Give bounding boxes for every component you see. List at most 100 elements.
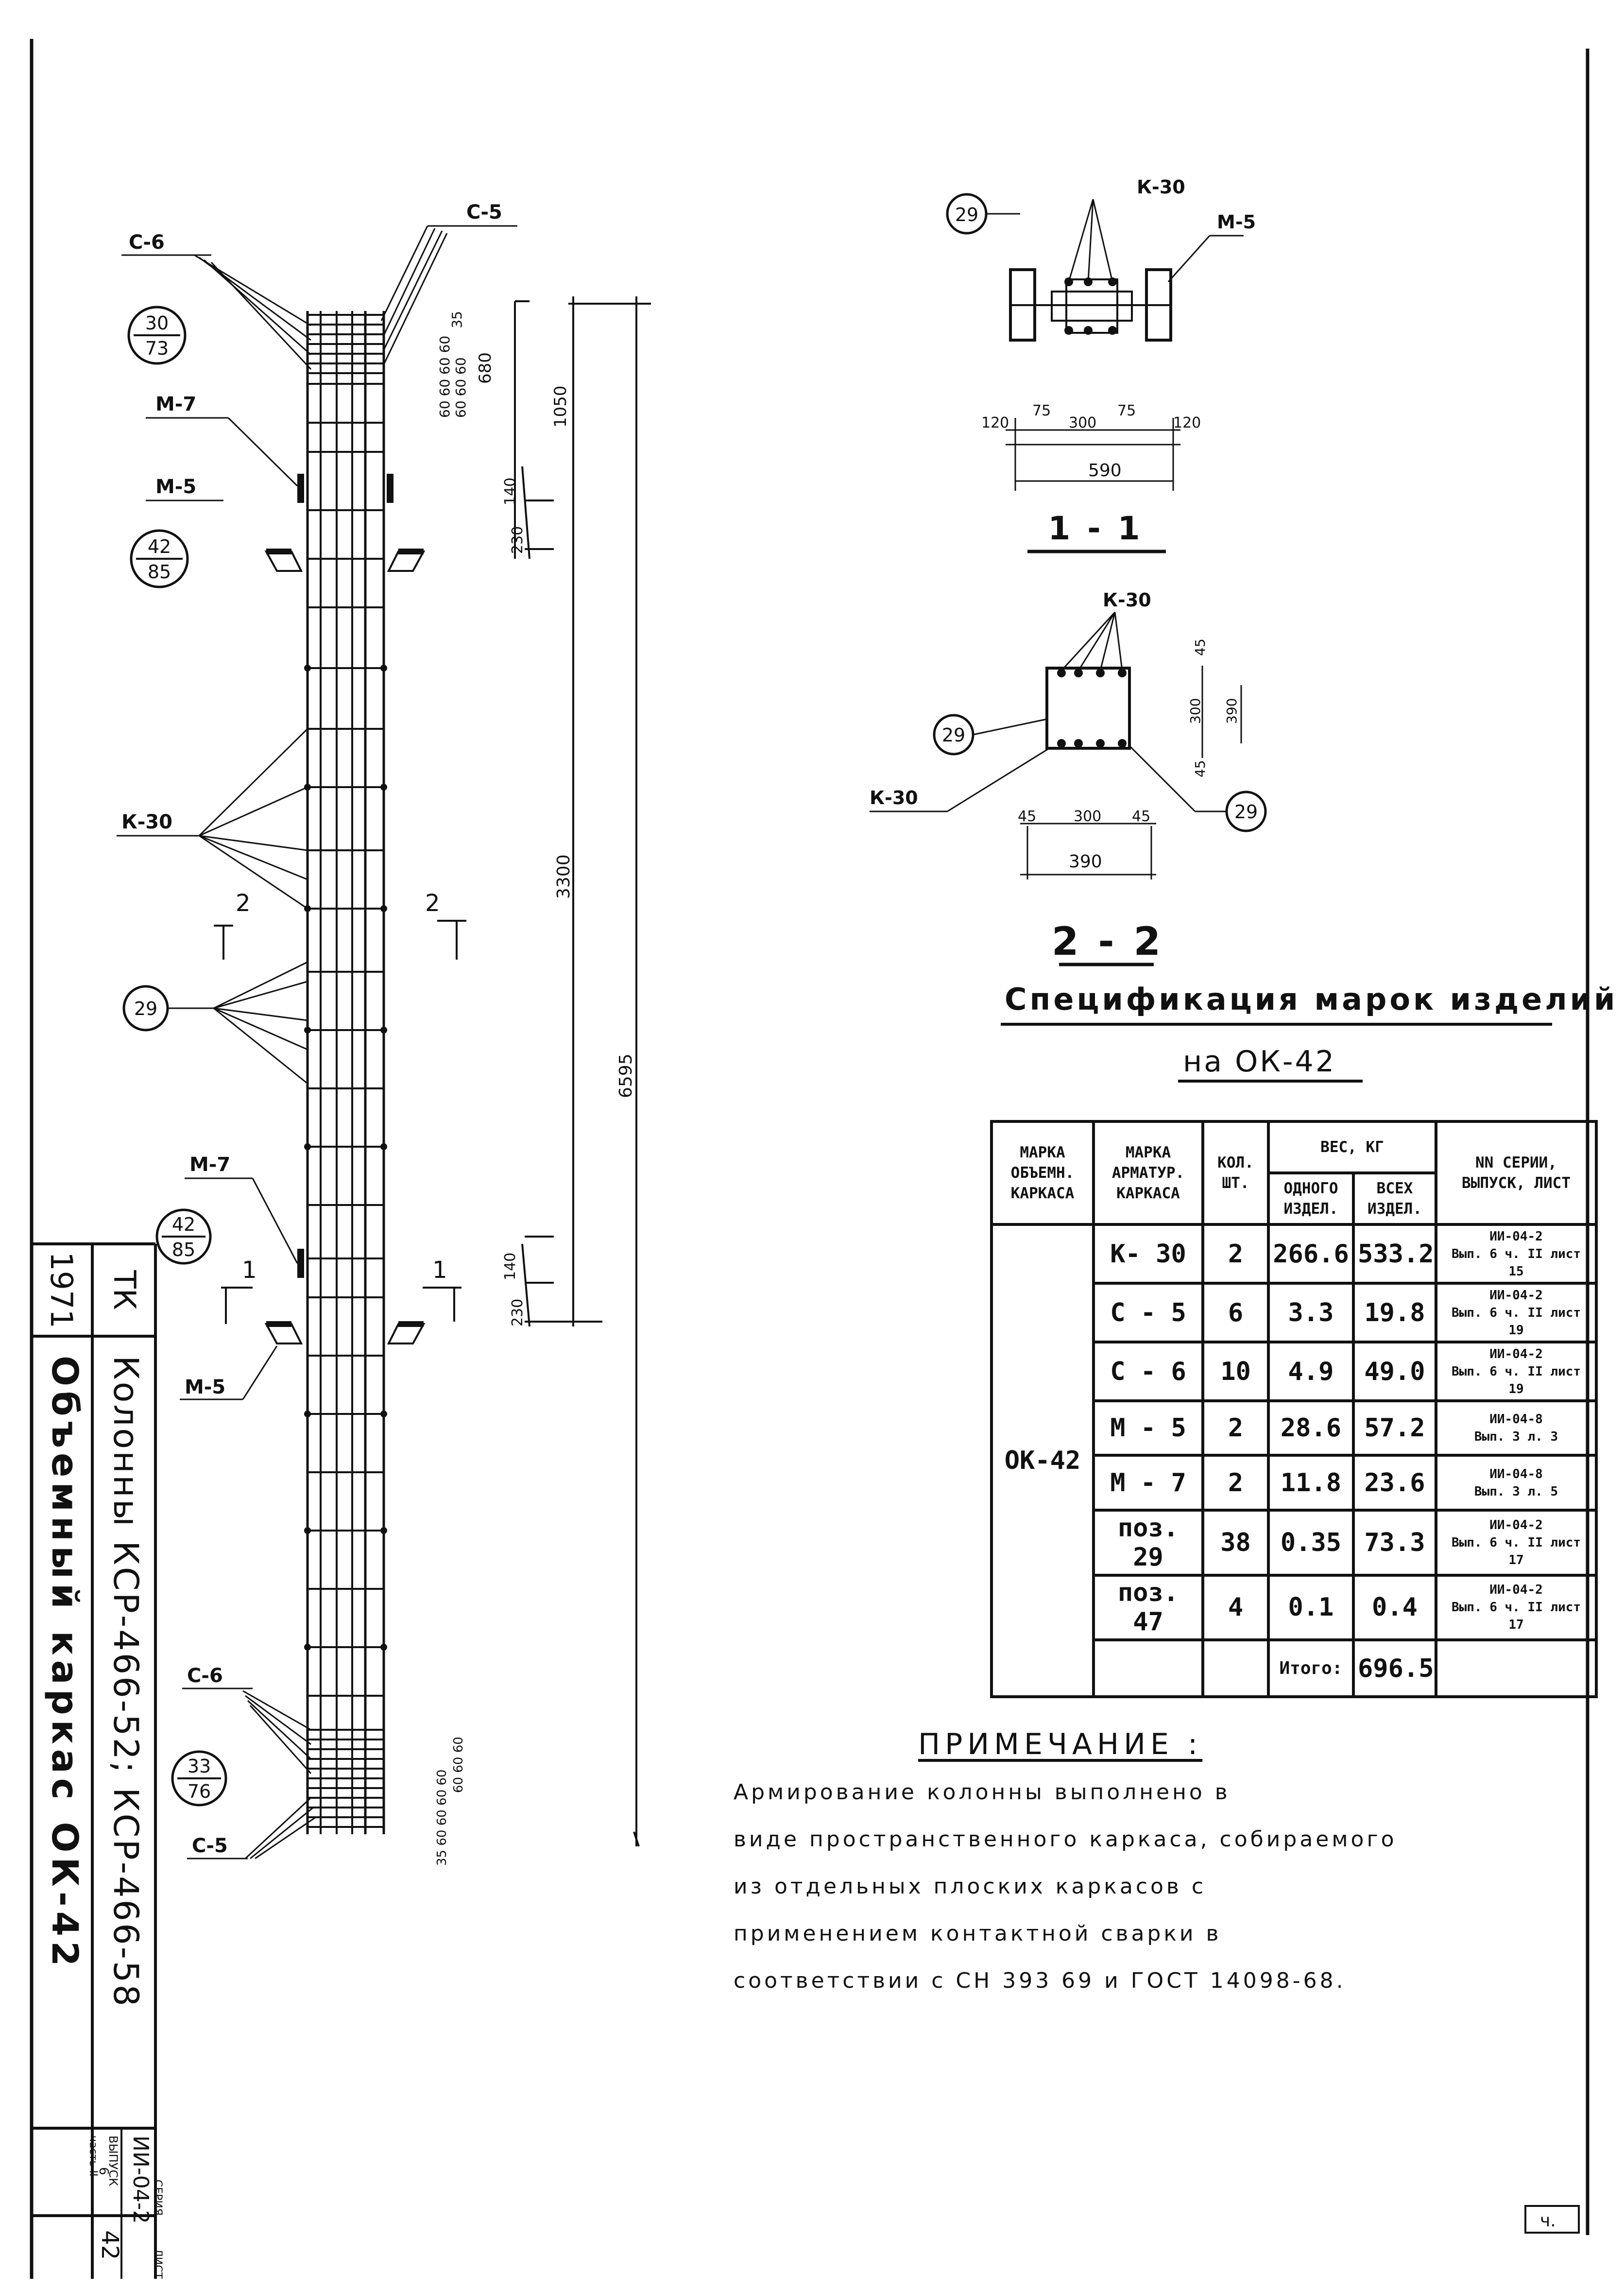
ref-bubble-33-76: 33 76: [171, 1750, 227, 1807]
header-weight: ВЕС, КГ: [1267, 1119, 1437, 1175]
section-mark-2-right: [437, 920, 466, 960]
label-m5-top: М-5: [155, 476, 196, 498]
section-2-2-dim-v390: 390: [1224, 698, 1240, 724]
label-c6-bottom: С-6: [187, 1665, 223, 1687]
section-1-1-dim-75b: 75: [1117, 402, 1136, 419]
column-elevation: [264, 311, 426, 1834]
section-2-2-k30-top: К-30: [1103, 589, 1151, 611]
dim-140-top: 140: [502, 478, 519, 505]
dim-230-bottom: 230: [509, 1299, 526, 1326]
label-c5-bottom: С-5: [192, 1835, 228, 1857]
dim-680: 680: [476, 352, 495, 384]
section-1-1-k30: К-30: [1137, 176, 1185, 198]
section-2-2-k30-left: К-30: [870, 787, 918, 809]
header-weight-all: ВСЕХ ИЗДЕЛ.: [1352, 1171, 1437, 1226]
section-2-2-dim-45b: 45: [1132, 808, 1150, 825]
note-line: из отдельных плоских каркасов с: [734, 1874, 1207, 1899]
section-1-1-dim-120b: 120: [1173, 414, 1201, 431]
section-1-1-dim-300: 300: [1069, 414, 1096, 431]
section-2-2-drawing: [870, 611, 1267, 966]
section-mark-1-left-label: 1: [242, 1257, 257, 1284]
dim-230-top: 230: [509, 526, 526, 554]
section-mark-2-right-label: 2: [425, 890, 440, 917]
section-1-1-dim-590: 590: [1088, 461, 1122, 481]
section-2-2-dim-v45a: 45: [1192, 638, 1208, 656]
section-mark-1-left: [221, 1287, 253, 1324]
section-1-1-drawing: [946, 193, 1244, 553]
title-block-sheet-value: 42: [96, 2230, 123, 2260]
label-m7-top: М-7: [155, 393, 196, 415]
section-2-2-bubble-left: 29: [942, 724, 965, 746]
svg-text:42: 42: [148, 536, 171, 557]
section-2-2-dim-390: 390: [1069, 852, 1102, 872]
total-value: 696.5: [1352, 1638, 1437, 1698]
note-line: виде пространственного каркаса, собираем…: [734, 1827, 1397, 1852]
dim-140-bottom: 140: [502, 1253, 519, 1280]
section-mark-2-left-label: 2: [236, 890, 251, 917]
title-block-issue-value: 6: [96, 2167, 111, 2175]
title-block-line1: Колонны КСР-466-52; КСР-466-58: [106, 1356, 146, 2008]
title-block: [32, 1242, 157, 2279]
label-k30: К-30: [121, 811, 172, 833]
label-m5-bottom: М-5: [185, 1376, 225, 1398]
note-line: соответствии с СН 393 69 и ГОСТ 14098-68…: [734, 1968, 1346, 1993]
page-mark-box: [1524, 2205, 1580, 2234]
note-body: Армирование колонны выполнено в виде про…: [734, 1769, 1472, 2004]
section-1-1-dots: [1064, 277, 1117, 335]
dim-60-b: 60 60 60: [453, 357, 469, 418]
dim-6595: 6595: [616, 1053, 636, 1098]
dim-1050: 1050: [551, 385, 570, 428]
group-mark: ОК-42: [990, 1223, 1095, 1698]
svg-text:33: 33: [188, 1756, 211, 1777]
title-block-series-label: СЕРИЯ: [152, 2180, 164, 2216]
title-block-line2: Объемный каркас ОК-42: [44, 1356, 85, 1971]
title-block-year: 1971: [44, 1252, 79, 1328]
section-1-1-dim-75a: 75: [1032, 402, 1051, 419]
title-block-sheet-label: ЛИСТ: [152, 2249, 164, 2279]
dim-35: 35: [449, 311, 465, 328]
label-m7-bottom: М-7: [189, 1154, 230, 1176]
section-mark-2-left: [214, 925, 233, 960]
dim-3300: 3300: [554, 854, 574, 899]
spec-table: МАРКА ОБЪЕМН. КАРКАСА МАРКА АРМАТУР. КАР…: [990, 1119, 1598, 1698]
section-2-2-dim-300: 300: [1074, 808, 1101, 825]
ref-bubble-30-73: 30 73: [127, 306, 187, 365]
section-mark-1-right: [423, 1287, 462, 1322]
ref-bubble-29: 29: [122, 985, 169, 1032]
dim-bottom-b: 35 60 60 60 60: [435, 1770, 449, 1866]
section-1-1-bubble: 29: [955, 204, 978, 225]
page-mark: ч.: [1540, 2211, 1556, 2231]
title-block-issue-label: ВЫПУСК: [106, 2135, 120, 2186]
label-c6-top: С-6: [129, 231, 165, 254]
svg-text:85: 85: [172, 1239, 195, 1260]
svg-text:30: 30: [145, 312, 169, 334]
title-block-part-label: часть II: [87, 2135, 99, 2176]
dim-bottom-a: 60 60 60: [451, 1737, 466, 1793]
section-2-2-dim-v45b: 45: [1192, 760, 1208, 777]
section-1-1-dim-120a: 120: [981, 414, 1009, 431]
svg-text:76: 76: [188, 1781, 211, 1802]
title-block-series-value: ИИ-04-2: [128, 2135, 153, 2224]
header-weight-one: ОДНОГО ИЗДЕЛ.: [1267, 1171, 1355, 1226]
svg-text:85: 85: [148, 561, 171, 583]
title-block-tk: ТК: [107, 1270, 142, 1310]
leaders-top: [117, 225, 517, 1860]
svg-text:73: 73: [145, 338, 169, 359]
header-series: NN СЕРИИ, ВЫПУСК, ЛИСТ: [1435, 1119, 1598, 1226]
section-2-2-title: 2 - 2: [1052, 919, 1163, 964]
header-volumetric-mark: МАРКА ОБЪЕМН. КАРКАСА: [990, 1119, 1095, 1226]
ref-bubble-42-85-top: 42 85: [130, 529, 189, 588]
section-2-2-dim-45a: 45: [1018, 808, 1036, 825]
section-mark-1-right-label: 1: [432, 1257, 447, 1284]
section-2-2-bubble-right: 29: [1234, 801, 1258, 823]
total-label: Итого:: [1267, 1638, 1355, 1698]
label-c5-top: С-5: [466, 201, 502, 224]
section-2-2-dots: [1057, 669, 1127, 748]
